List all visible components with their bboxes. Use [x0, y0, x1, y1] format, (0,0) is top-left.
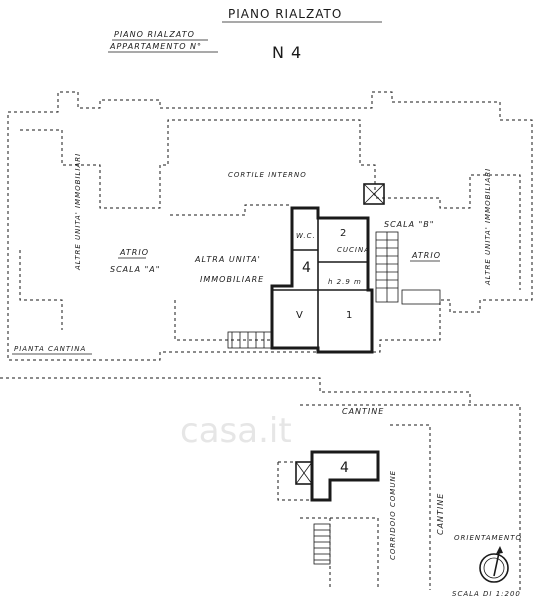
left-wing-outline	[19, 250, 63, 330]
compass-circle	[479, 553, 509, 583]
courtyard-label: CORTILE INTERNO	[228, 171, 307, 179]
cellar-stair	[313, 523, 331, 565]
atrio-a-label: ATRIO	[119, 248, 149, 257]
room-v-label: V	[296, 310, 304, 321]
room-2-label: 2	[340, 228, 347, 239]
elevator-shaft	[363, 183, 385, 205]
height-label: h 2.9 m	[328, 278, 362, 286]
cellar-left-outline	[277, 461, 330, 501]
wc-label: W.C.	[296, 232, 316, 240]
other-unit-label-1: ALTRA UNITA'	[194, 255, 261, 264]
cellar-elevator	[295, 461, 313, 485]
elevator-cross	[363, 183, 385, 205]
north-arrow-head-icon	[496, 546, 503, 554]
surrounding-outline	[7, 91, 533, 361]
compass-inner	[483, 557, 505, 579]
other-unit-label-2: IMMOBILIARE	[200, 275, 264, 284]
kitchen-label: CUCINA	[337, 246, 370, 254]
watermark: casa.it	[180, 411, 292, 451]
other-unit-outline	[170, 204, 290, 216]
cantine-top-label: CANTINE	[342, 407, 384, 416]
cantine-right-label: CANTINE	[436, 493, 445, 535]
apartment-label: APPARTAMENTO N°	[109, 42, 202, 51]
corridor-label: CORRIDOIO COMUNE	[389, 470, 397, 560]
atrio-b-label: ATRIO	[411, 251, 441, 260]
unit-number-label: 4	[302, 260, 312, 276]
left-units-label: ALTRE UNITA' IMMOBILIARI	[74, 153, 82, 271]
scale-label: SCALA DI 1:200	[452, 590, 521, 598]
scala-b-label: SCALA "B"	[384, 220, 434, 229]
other-unit-bottom	[174, 300, 270, 341]
cellar-number-label: 4	[340, 460, 350, 476]
cellar-outline-right	[300, 404, 521, 590]
cellar-lower-rooms	[300, 517, 379, 590]
room-1-label: 1	[346, 310, 353, 321]
cellar-plan-title: PIANTA CANTINA	[14, 345, 86, 353]
cellar-elevator-cross	[295, 461, 313, 485]
atrio-b-steps	[401, 289, 441, 305]
divider-line	[0, 377, 471, 405]
orientation-label: ORIENTAMENTO	[454, 534, 522, 542]
balcony	[227, 331, 273, 349]
plan-title: PIANO RIALZATO	[228, 7, 342, 21]
courtyard-outline	[20, 119, 521, 290]
scala-a-label: SCALA "A"	[110, 265, 160, 274]
cellar-inner-right	[390, 424, 431, 590]
floor-label: PIANO RIALZATO	[114, 30, 195, 39]
apartment-number: N 4	[272, 43, 302, 62]
stair-b	[375, 231, 399, 303]
right-units-label: ALTRE UNITA' IMMOBILIARI	[484, 168, 492, 286]
